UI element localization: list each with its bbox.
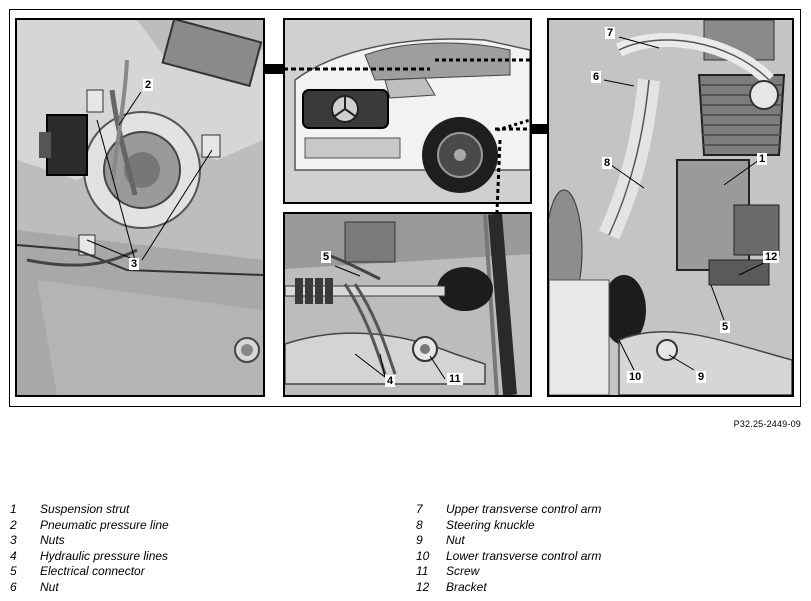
legend-row: 9 Nut (416, 533, 601, 549)
callout-7: 7 (605, 27, 616, 39)
legend-row: 8 Steering knuckle (416, 518, 601, 534)
callout-1: 1 (757, 153, 768, 165)
strut-mount-illustration (17, 20, 263, 395)
legend-label: Pneumatic pressure line (40, 517, 169, 532)
legend-number: 4 (10, 548, 17, 563)
legend-row: 1 Suspension strut (10, 502, 169, 518)
legend-label: Lower transverse control arm (446, 548, 602, 563)
vehicle-front-illustration (285, 20, 530, 202)
legend-right: 7 Upper transverse control arm 8 Steering k… (416, 502, 601, 595)
legend-number: 6 (10, 579, 17, 594)
callout-4: 4 (385, 375, 396, 387)
legend-row: 10 Lower transverse control arm (416, 549, 601, 565)
legend-row: 3 Nuts (10, 533, 169, 549)
panel-connectors (265, 64, 547, 213)
callout-12: 12 (763, 251, 780, 263)
callout-10: 10 (627, 371, 644, 383)
legend-row: 5 Electrical connector (10, 564, 169, 580)
legend-label: Hydraulic pressure lines (40, 548, 169, 563)
callout-3: 3 (129, 258, 140, 270)
control-arm-detail-panel: 5 4 11 (283, 212, 532, 397)
legend-label: Suspension strut (40, 502, 130, 516)
legend-number: 3 (10, 533, 17, 547)
legend-label: Steering knuckle (446, 517, 535, 532)
legend-label: Nuts (40, 533, 65, 547)
callout-8: 8 (602, 157, 613, 169)
legend-number: 2 (10, 517, 17, 532)
legend-number: 1 (10, 502, 17, 516)
legend-number: 12 (416, 579, 430, 594)
legend-number: 8 (416, 517, 423, 532)
suspension-strut-panel: 7 6 8 1 12 5 9 10 (547, 18, 794, 397)
legend-row: 7 Upper transverse control arm (416, 502, 601, 518)
legend-label: Electrical connector (40, 564, 145, 578)
lower-arm-illustration (285, 214, 530, 395)
legend-label: Nut (40, 579, 59, 594)
legend-number: 11 (416, 564, 429, 578)
legend-number: 9 (416, 533, 423, 547)
left-detail-panel: 2 3 (15, 18, 265, 397)
vehicle-overview-panel (283, 18, 532, 204)
legend-number: 10 (416, 548, 430, 563)
legend-row: 4 Hydraulic pressure lines (10, 549, 169, 565)
legend-left: 1 Suspension strut 2 Pneumatic pressure lin… (10, 502, 169, 595)
legend-number: 7 (416, 502, 423, 516)
strut-assembly-illustration (549, 20, 792, 395)
callout-6: 6 (591, 71, 602, 83)
legend-label: Bracket (446, 579, 487, 594)
legend-row: 11 Screw (416, 564, 601, 580)
callout-2: 2 (143, 79, 154, 91)
legend-label: Nut (446, 533, 465, 547)
legend-row: 6 Nut (10, 580, 169, 596)
callout-9: 9 (696, 371, 707, 383)
callout-11: 11 (447, 373, 463, 385)
callout-5: 5 (321, 251, 332, 263)
legend-number: 5 (10, 564, 17, 578)
legend-row: 2 Pneumatic pressure line (10, 518, 169, 534)
callout-5b: 5 (720, 321, 731, 333)
legend-label: Screw (446, 564, 480, 578)
legend-row: 12 Bracket (416, 580, 601, 596)
figure-code: P32.25-2449-09 (733, 419, 801, 429)
legend-label: Upper transverse control arm (446, 502, 602, 516)
